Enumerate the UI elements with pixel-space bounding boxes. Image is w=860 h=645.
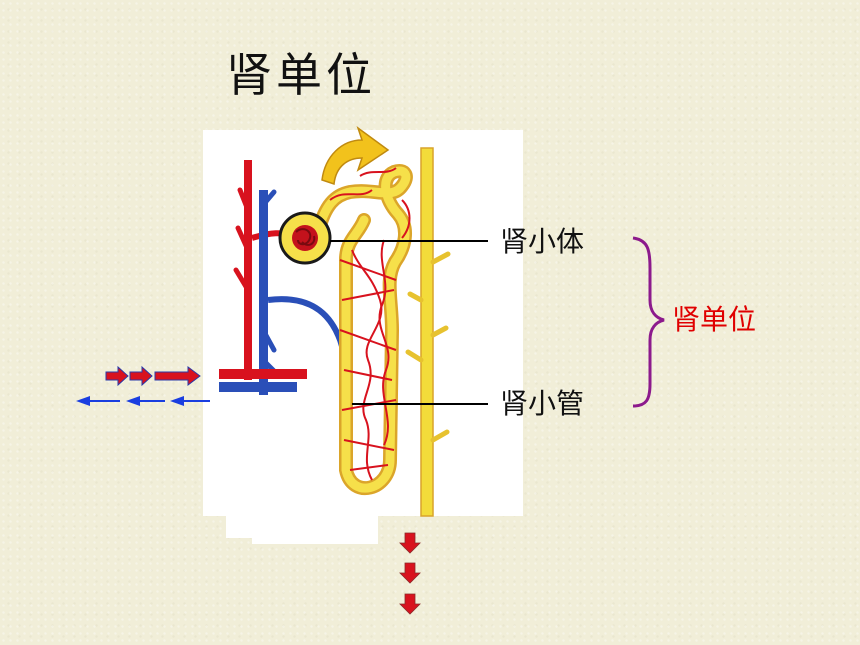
- label-nephron: 肾单位: [672, 303, 757, 336]
- filtration-arrow-icon: [321, 126, 390, 186]
- artery-horizontal: [219, 369, 307, 379]
- renal-tubule: [311, 164, 413, 496]
- outflow-arrows-icon: [76, 396, 210, 406]
- downflow-arrows-icon: [399, 532, 421, 615]
- vein-horizontal: [219, 382, 297, 392]
- label-renal-corpuscle: 肾小体: [500, 225, 585, 258]
- grouping-brace: [632, 236, 665, 408]
- panel-tab: [226, 515, 378, 538]
- panel-tab-lower: [252, 536, 378, 544]
- slide-title: 肾单位: [226, 48, 376, 102]
- label-renal-tubule: 肾小管: [500, 387, 585, 420]
- glomerulus: [278, 211, 332, 265]
- inflow-arrows-icon: [105, 365, 201, 387]
